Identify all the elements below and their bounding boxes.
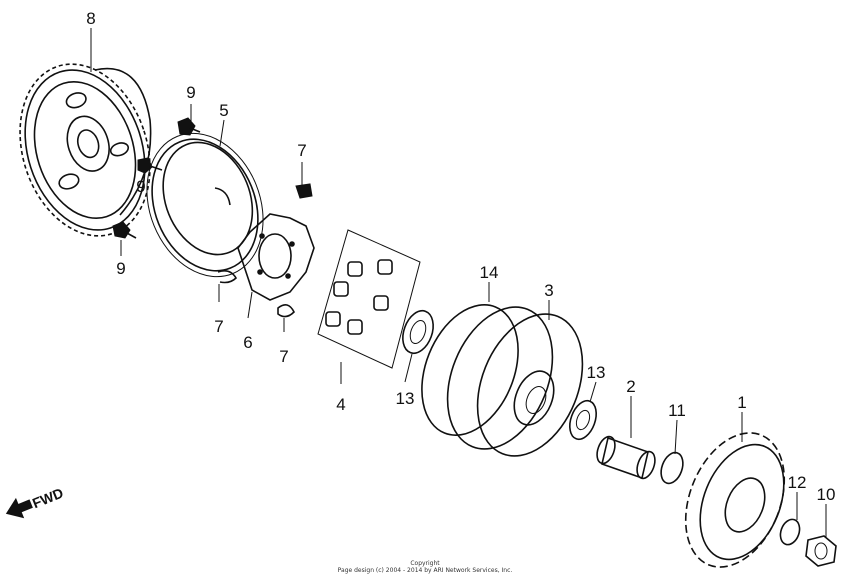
footer-copyright: Copyright Page design (c) 2004 - 2014 by… xyxy=(0,560,850,574)
callout-4: 4 xyxy=(336,395,345,414)
callout-labels: 8 9 5 9 9 7 7 6 7 4 14 3 13 13 2 11 1 12… xyxy=(86,9,835,504)
part-10-nut[interactable] xyxy=(805,535,837,567)
part-8-sprocket[interactable] xyxy=(0,47,171,253)
callout-5: 5 xyxy=(219,101,228,120)
fwd-label: FWD xyxy=(30,485,66,512)
fwd-direction-indicator: FWD xyxy=(5,485,66,519)
callout-7-lower: 7 xyxy=(279,347,288,366)
part-13-washer-right[interactable] xyxy=(565,397,601,443)
part-6-plate[interactable] xyxy=(237,213,315,301)
part-13-washer-left[interactable] xyxy=(397,307,438,358)
callout-2: 2 xyxy=(626,377,635,396)
footer-line-2: Page design (c) 2004 - 2014 by ARI Netwo… xyxy=(337,567,513,574)
callout-9-middle: 9 xyxy=(136,177,145,196)
callout-13-left: 13 xyxy=(396,389,415,408)
leader-lines xyxy=(90,28,827,538)
callout-10: 10 xyxy=(817,485,836,504)
part-9-bolt-middle[interactable] xyxy=(137,157,163,174)
part-7-clip-left[interactable] xyxy=(217,270,238,284)
part-12-washer[interactable] xyxy=(777,517,803,548)
roller xyxy=(325,259,393,335)
part-3-clutch-drum[interactable] xyxy=(428,291,602,471)
callout-13-right: 13 xyxy=(587,363,606,382)
part-7-clip-lower[interactable] xyxy=(277,304,295,318)
callout-8: 8 xyxy=(86,9,95,28)
part-9-bolt-lower[interactable] xyxy=(112,221,137,239)
footer-line-1: Copyright xyxy=(410,560,440,567)
callout-9-lower: 9 xyxy=(116,259,125,278)
part-2-bushing[interactable] xyxy=(594,434,659,481)
callout-11: 11 xyxy=(668,401,686,420)
callout-1: 1 xyxy=(737,393,746,412)
part-4-roller-set[interactable] xyxy=(317,229,421,369)
callout-9-upper: 9 xyxy=(186,83,195,102)
fwd-arrow-icon xyxy=(5,497,33,519)
callout-7-upper: 7 xyxy=(297,141,306,160)
part-7-clip-upper[interactable] xyxy=(295,183,313,199)
callout-14: 14 xyxy=(480,263,499,282)
part-1-gear[interactable] xyxy=(667,418,803,582)
callout-7-left: 7 xyxy=(214,317,223,336)
callout-12: 12 xyxy=(788,473,807,492)
callout-6: 6 xyxy=(243,333,252,352)
part-11-washer[interactable] xyxy=(657,450,687,487)
part-14-ring[interactable] xyxy=(404,290,537,449)
part-9-bolt-upper[interactable] xyxy=(177,117,201,136)
callout-3: 3 xyxy=(544,281,553,300)
